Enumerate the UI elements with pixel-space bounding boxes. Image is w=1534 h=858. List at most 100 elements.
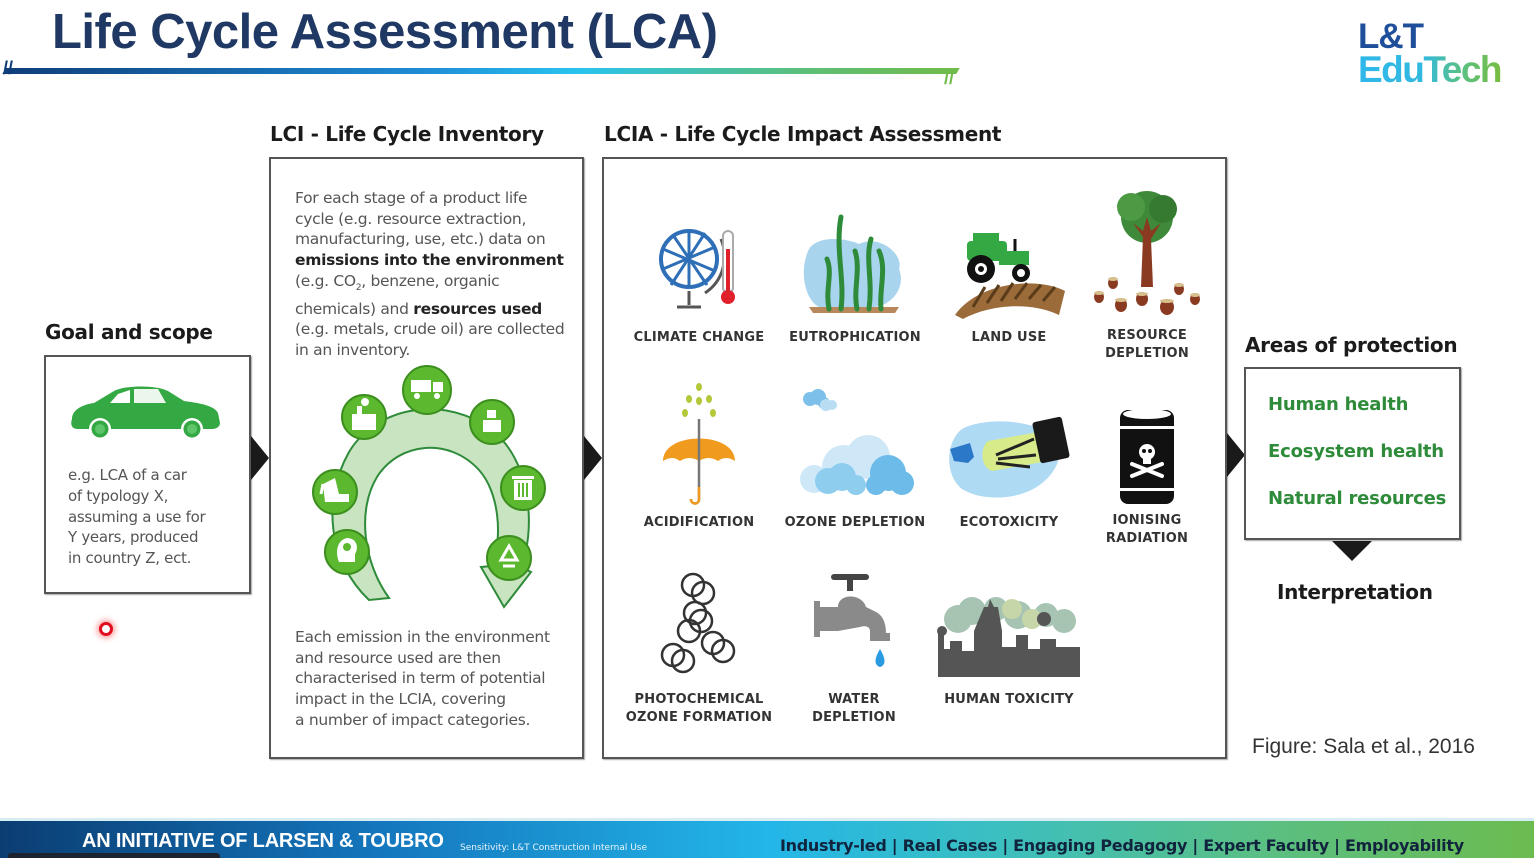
toxic-barrel-icon xyxy=(1120,409,1174,504)
lci-box: For each stage of a product life cycle (… xyxy=(269,157,584,759)
lci-line: , benzene, organic xyxy=(361,271,500,290)
figure-caption: Figure: Sala et al., 2016 xyxy=(1252,735,1475,758)
title-underline xyxy=(2,68,960,74)
impact-ionising-radiation xyxy=(1072,404,1222,509)
impact-label: RESOURCE DEPLETION xyxy=(1072,327,1222,363)
umbrella-rain-icon xyxy=(663,383,735,505)
footer-tagline: Industry-led | Real Cases | Engaging Ped… xyxy=(780,836,1464,855)
impact-label: OZONE DEPLETION xyxy=(780,514,930,532)
footer-initiative: AN INITIATIVE OF LARSEN & TOUBRO xyxy=(82,830,444,852)
lci-bold-resources: resources used xyxy=(413,299,542,318)
excavator-icon xyxy=(312,469,358,515)
impact-label-line: IONISING xyxy=(1112,513,1182,528)
impact-label-line: ACIDIFICATION xyxy=(643,515,755,530)
trash-bin-icon xyxy=(500,465,546,511)
footer-bar: AN INITIATIVE OF LARSEN & TOUBRO Sensiti… xyxy=(0,818,1534,858)
lci-heading: LCI - Life Cycle Inventory xyxy=(270,122,544,146)
impact-label-line: DEPLETION xyxy=(812,710,896,725)
logo-line-2: EduTech xyxy=(1358,49,1503,90)
life-cycle-diagram xyxy=(312,365,546,609)
pointer-indicator xyxy=(99,622,113,636)
goal-line: Y years, produced xyxy=(68,528,199,547)
lci-outro-line: a number of impact categories. xyxy=(295,710,531,729)
sensitivity-label: Sensitivity: L&T Construction Internal U… xyxy=(460,843,648,853)
spray-fish-icon xyxy=(949,416,1070,498)
impact-label-line: CLIMATE CHANGE xyxy=(633,330,765,345)
impact-resource-depletion xyxy=(1072,187,1222,317)
impact-ecotoxicity xyxy=(934,409,1084,504)
truck-icon xyxy=(402,365,452,415)
impact-ozone-depletion xyxy=(779,387,929,502)
impact-eutrophication xyxy=(779,209,929,319)
lt-edutech-logo: L&T EduTech xyxy=(1358,17,1503,90)
lcia-box: CLIMATE CHANGE EUTROPHICATION LAND USE xyxy=(602,157,1227,759)
goal-line: in country Z, ect. xyxy=(68,549,192,568)
co2-subscript: 2 xyxy=(355,282,362,293)
goal-line: e.g. LCA of a car xyxy=(68,466,187,484)
impact-label-line: HUMAN TOXICITY xyxy=(944,692,1074,707)
impact-label-line: RADIATION xyxy=(1105,531,1189,546)
impact-label-line: RESOURCE xyxy=(1107,328,1187,343)
impact-label: HUMAN TOXICITY xyxy=(934,691,1084,709)
arrow-aop-to-interpretation xyxy=(1332,541,1372,561)
goal-line: assuming a use for xyxy=(68,507,206,526)
aop-ecosystem-health: Ecosystem health xyxy=(1268,441,1444,462)
lci-bold-emissions: emissions into the environment xyxy=(295,251,564,270)
impact-label-line: EUTROPHICATION xyxy=(789,330,921,345)
logo-line-1: L&T xyxy=(1358,17,1424,56)
lci-line: in an inventory. xyxy=(295,341,410,360)
recycle-icon xyxy=(486,535,532,581)
tree-stumps-icon xyxy=(1094,191,1200,315)
aop-box xyxy=(1244,367,1461,540)
impact-label: LAND USE xyxy=(934,329,1084,347)
impact-human-toxicity xyxy=(934,589,1084,679)
lci-intro-text: For each stage of a product life cycle (… xyxy=(295,188,565,361)
aop-natural-resources: Natural resources xyxy=(1268,488,1447,509)
design-icon xyxy=(324,529,370,575)
goal-scope-heading: Goal and scope xyxy=(45,320,213,344)
taskbar-fragment xyxy=(8,853,220,858)
globe-thermometer-icon xyxy=(659,229,735,309)
lci-line: (e.g. metals, crude oil) are collected xyxy=(295,320,565,339)
aop-heading: Areas of protection xyxy=(1245,333,1458,357)
impact-acidification xyxy=(624,381,774,506)
lci-line: For each stage of a product life xyxy=(295,189,528,207)
slide-title: Life Cycle Assessment (LCA) xyxy=(52,5,718,59)
impact-label: ACIDIFICATION xyxy=(624,514,774,532)
lci-outro-line: impact in the LCIA, covering xyxy=(295,690,506,709)
lci-outro-line: characterised in term of potential xyxy=(295,669,546,688)
smog-city-icon xyxy=(937,597,1080,677)
aop-human-health: Human health xyxy=(1268,394,1409,415)
molecule-icon xyxy=(660,572,736,674)
goal-scope-box: e.g. LCA of a car of typology X, assumin… xyxy=(44,355,251,594)
impact-water-depletion xyxy=(779,571,929,681)
impact-label: PHOTOCHEMICAL OZONE FORMATION xyxy=(624,691,774,727)
lci-outro-line: and resource used are then xyxy=(295,648,501,667)
arrow-lci-to-lcia xyxy=(584,436,602,480)
goal-line: of typology X, xyxy=(68,486,169,505)
impact-label-line: WATER xyxy=(828,692,880,707)
impact-photochemical-ozone xyxy=(624,571,774,681)
lci-outro-line: Each emission in the environment xyxy=(295,628,550,646)
lci-line: cycle (e.g. resource extraction, xyxy=(295,209,527,228)
lci-line: manufacturing, use, etc.) data on xyxy=(295,230,546,249)
lci-line: chemicals) and xyxy=(295,299,414,318)
car-icon xyxy=(71,386,220,440)
goal-scope-text: e.g. LCA of a car of typology X, assumin… xyxy=(68,465,206,569)
impact-label-line: ECOTOXICITY xyxy=(959,515,1059,530)
impact-label: IONISING RADIATION xyxy=(1072,512,1222,548)
impact-label: ECOTOXICITY xyxy=(934,514,1084,532)
arrow-lcia-to-aop xyxy=(1227,433,1245,477)
impact-label-line: OZONE FORMATION xyxy=(625,710,773,725)
impact-label-line: LAND USE xyxy=(971,330,1047,345)
factory-icon xyxy=(341,394,387,440)
interpretation-label: Interpretation xyxy=(1277,580,1433,604)
impact-climate-change xyxy=(624,219,774,319)
impact-label: WATER DEPLETION xyxy=(779,691,929,727)
algae-icon xyxy=(803,214,901,313)
impact-label: CLIMATE CHANGE xyxy=(624,329,774,347)
rule-mark-right: // xyxy=(944,68,955,88)
impact-label-line: PHOTOCHEMICAL xyxy=(634,692,764,707)
lci-outro-text: Each emission in the environment and res… xyxy=(295,627,550,731)
impact-label-line: OZONE DEPLETION xyxy=(784,515,926,530)
